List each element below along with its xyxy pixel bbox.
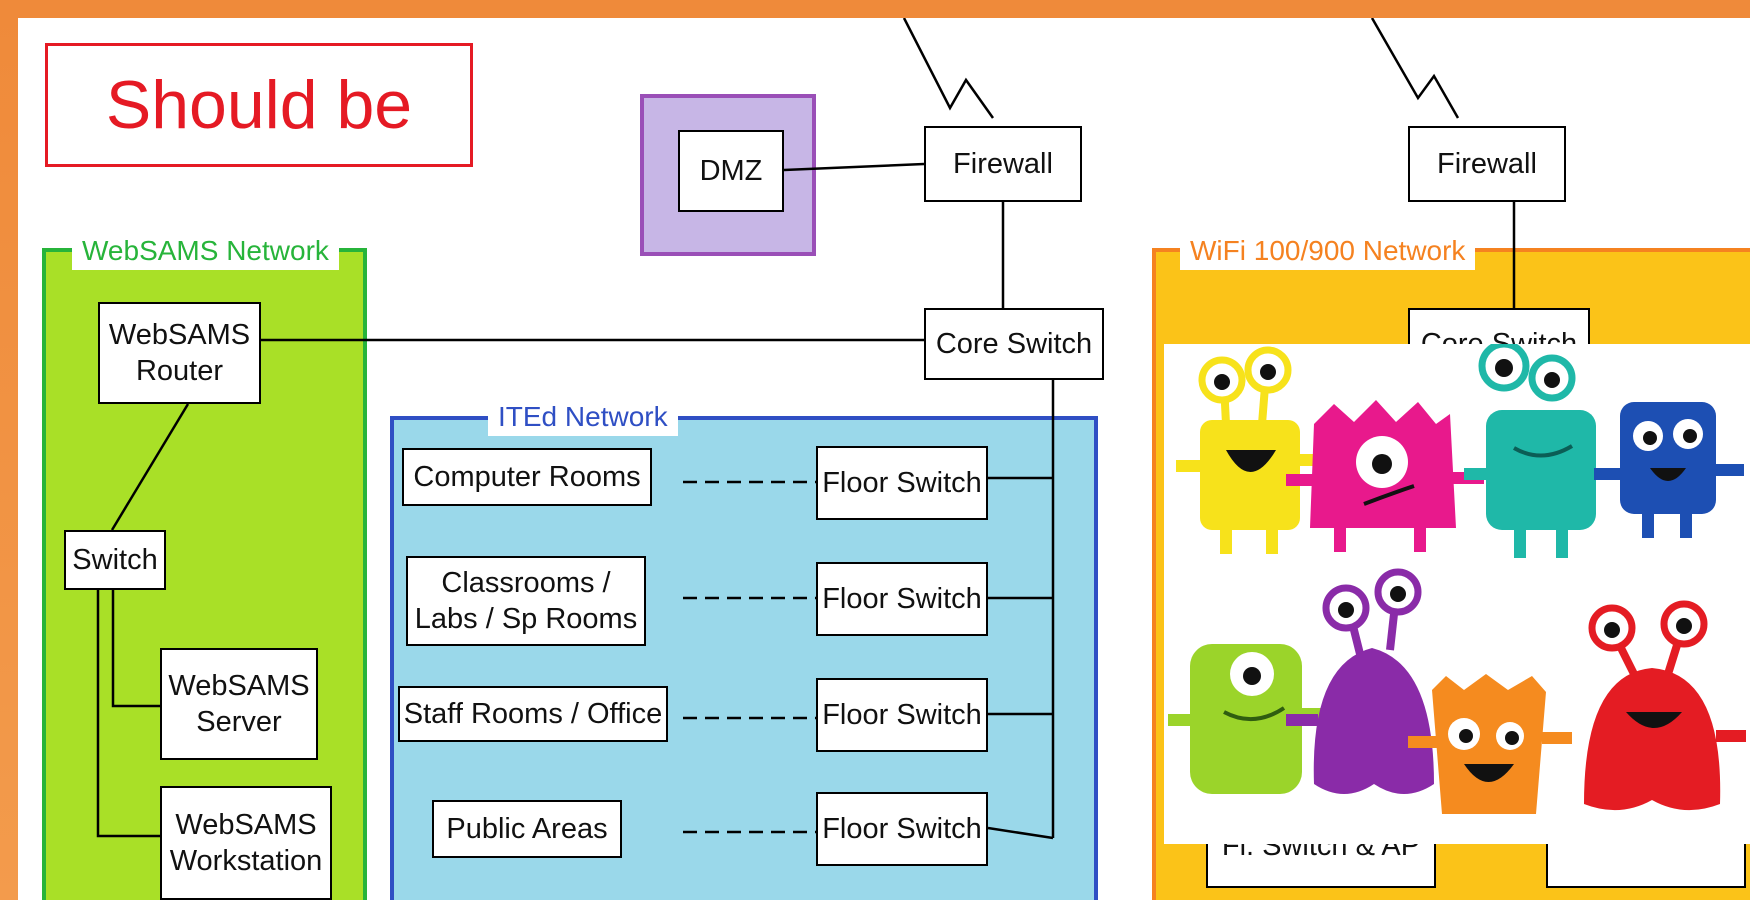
websams-router-node: WebSAMS Router [98, 302, 261, 404]
dmz-node: DMZ [678, 130, 784, 212]
red-monster-icon [1584, 600, 1746, 811]
room-staff-rooms: Staff Rooms / Office [398, 686, 668, 742]
websams-workstation-node: WebSAMS Workstation [160, 786, 332, 900]
room-computer-rooms: Computer Rooms [402, 448, 652, 506]
websams-switch-node: Switch [64, 530, 166, 590]
floor-switch-4: Floor Switch [816, 792, 988, 866]
ited-network-label: ITEd Network [488, 398, 678, 436]
room-public-areas: Public Areas [432, 800, 622, 858]
monsters-overlay [1164, 340, 1750, 844]
core-switch-node: Core Switch [924, 308, 1104, 380]
floor-switch-1: Floor Switch [816, 446, 988, 520]
teal-monster-icon [1464, 340, 1618, 558]
magenta-monster-icon [1286, 400, 1484, 552]
purple-monster-icon [1286, 568, 1434, 794]
monsters-illustration [1168, 340, 1746, 814]
room-classrooms: Classrooms / Labs / Sp Rooms [406, 556, 646, 646]
floor-switch-2: Floor Switch [816, 562, 988, 636]
connection-lines [96, 18, 1516, 840]
websams-server-node: WebSAMS Server [160, 648, 318, 760]
floor-switch-3: Floor Switch [816, 678, 988, 752]
blue-monster-icon [1594, 402, 1744, 538]
green-monster-icon [1168, 644, 1328, 794]
diagram-canvas: Should be DMZ WebSAMS Network ITEd Netwo… [18, 18, 1750, 900]
wifi-firewall-node: Firewall [1408, 126, 1566, 202]
websams-network-label: WebSAMS Network [72, 232, 339, 270]
wifi-network-label: WiFi 100/900 Network [1180, 232, 1476, 270]
firewall-node: Firewall [924, 126, 1082, 202]
yellow-monster-icon [1176, 346, 1326, 554]
orange-monster-icon [1408, 674, 1572, 814]
page-title: Should be [45, 43, 473, 167]
internet-link-1 [902, 18, 995, 119]
internet-link-2 [1370, 18, 1460, 119]
